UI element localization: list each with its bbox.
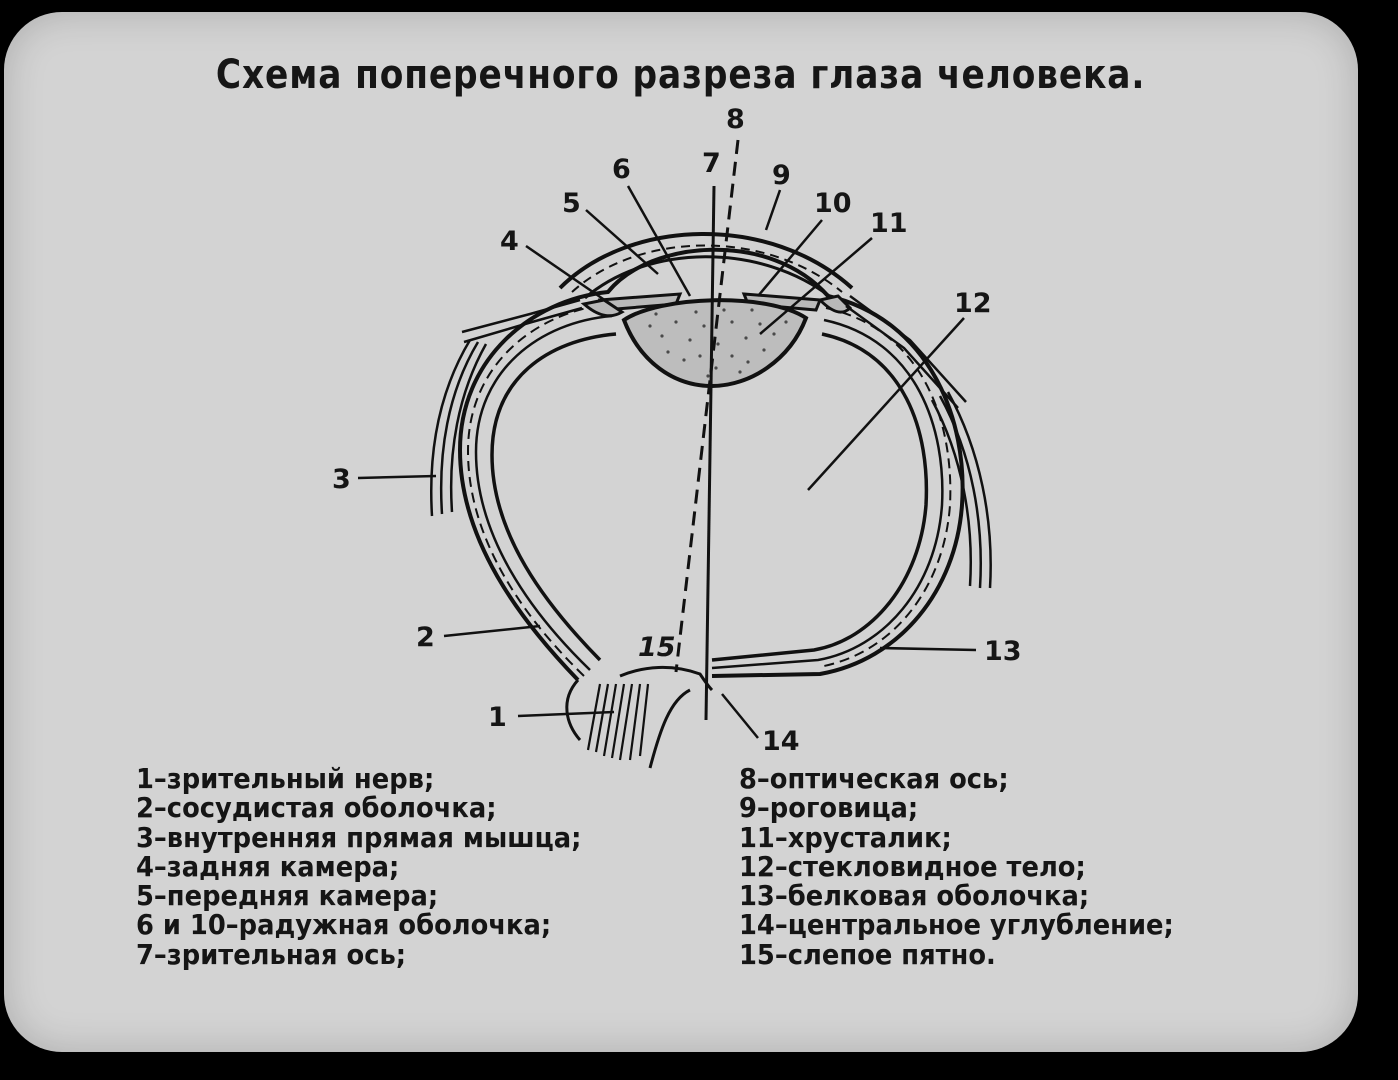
leader-6	[626, 185, 692, 297]
lateral-rectus-muscle	[930, 391, 992, 589]
eyeball	[457, 247, 965, 682]
legend-item: 14–центральное углубление;	[739, 908, 1174, 942]
leader-9	[764, 189, 782, 231]
leader-4	[525, 244, 623, 314]
leader-11	[759, 237, 873, 335]
callout-14: 14	[762, 726, 800, 757]
callout-6: 6	[612, 154, 631, 185]
leader-13	[879, 646, 977, 652]
optic-disc	[619, 666, 714, 692]
muscles	[430, 294, 992, 589]
legend-item: 6 и 10–радужная оболочка;	[136, 908, 552, 942]
optical-axis-line	[674, 139, 740, 673]
leader-1	[517, 710, 615, 718]
legend-item: 13–белковая оболочка;	[739, 879, 1090, 913]
retina-outline	[490, 332, 929, 662]
visual-axis-line	[704, 185, 716, 721]
lens-stipple	[648, 308, 788, 378]
callout-7: 7	[702, 148, 721, 179]
ciliary-body-right	[817, 294, 853, 314]
callout-15: 15	[638, 632, 676, 663]
optic-nerve-sheath-left	[565, 678, 582, 741]
legend-item: 3–внутренняя прямая мышца;	[136, 820, 582, 854]
optic-nerve-fibers	[586, 683, 650, 761]
legend-item: 12–стекловидное тело;	[739, 849, 1086, 883]
legend-item: 5–передняя камера;	[136, 879, 439, 913]
choroid-outline	[474, 314, 944, 671]
optic-nerve	[565, 666, 714, 769]
leader-3	[357, 474, 437, 480]
legend-left-column: 1–зрительный нерв; 2–сосудистая оболочка…	[136, 764, 581, 969]
conjunctiva-right	[845, 294, 967, 409]
choroid-dashed-layer	[466, 303, 952, 677]
legend-item: 11–хрусталик;	[739, 820, 952, 854]
legend-item: 8–оптическая ось;	[739, 762, 1009, 795]
leader-5	[585, 209, 659, 275]
legend-item: 2–сосудистая оболочка;	[136, 791, 497, 825]
callout-5: 5	[562, 188, 581, 219]
cornea-outer	[558, 232, 854, 290]
callout-10: 10	[814, 188, 852, 219]
sclera-outline	[457, 247, 965, 682]
cornea-dashed	[571, 244, 843, 293]
callout-labels: 1 2 3 4 5 6 7 8 9 10 11 12 13 14 15	[332, 104, 1022, 757]
eye-cross-section-diagram: 1 2 3 4 5 6 7 8 9 10 11 12 13 14 15	[332, 104, 1022, 769]
callout-12: 12	[954, 288, 992, 319]
legend-item: 7–зрительная ось;	[136, 937, 407, 971]
legend-item: 15–слепое пятно.	[739, 937, 996, 971]
leader-10	[757, 219, 823, 297]
conjunctiva-left	[461, 298, 583, 344]
leader-12	[807, 317, 965, 491]
slide-card: Схема поперечного разреза глаза человека…	[4, 12, 1358, 1052]
cornea-inner	[584, 255, 833, 300]
callout-2: 2	[416, 622, 435, 653]
callout-9: 9	[772, 160, 791, 191]
optic-nerve-sheath-right	[648, 688, 691, 769]
diagram-title: Схема поперечного разреза глаза человека…	[215, 52, 1146, 98]
callout-1: 1	[488, 702, 507, 733]
leader-14	[721, 693, 759, 739]
callout-8: 8	[726, 104, 745, 135]
legend-item: 9–роговица;	[739, 791, 919, 825]
legend-item: 1–зрительный нерв;	[136, 762, 435, 795]
medial-rectus-muscle	[430, 339, 488, 517]
callout-11: 11	[870, 208, 908, 239]
callout-4: 4	[500, 226, 519, 257]
cornea	[558, 232, 854, 300]
callout-3: 3	[332, 464, 351, 495]
leader-lines	[357, 185, 977, 739]
leader-2	[443, 624, 541, 638]
legend-item: 4–задняя камера;	[136, 849, 400, 883]
legend-right-column: 8–оптическая ось; 9–роговица; 11–хрустал…	[739, 764, 1174, 969]
callout-13: 13	[984, 636, 1022, 667]
